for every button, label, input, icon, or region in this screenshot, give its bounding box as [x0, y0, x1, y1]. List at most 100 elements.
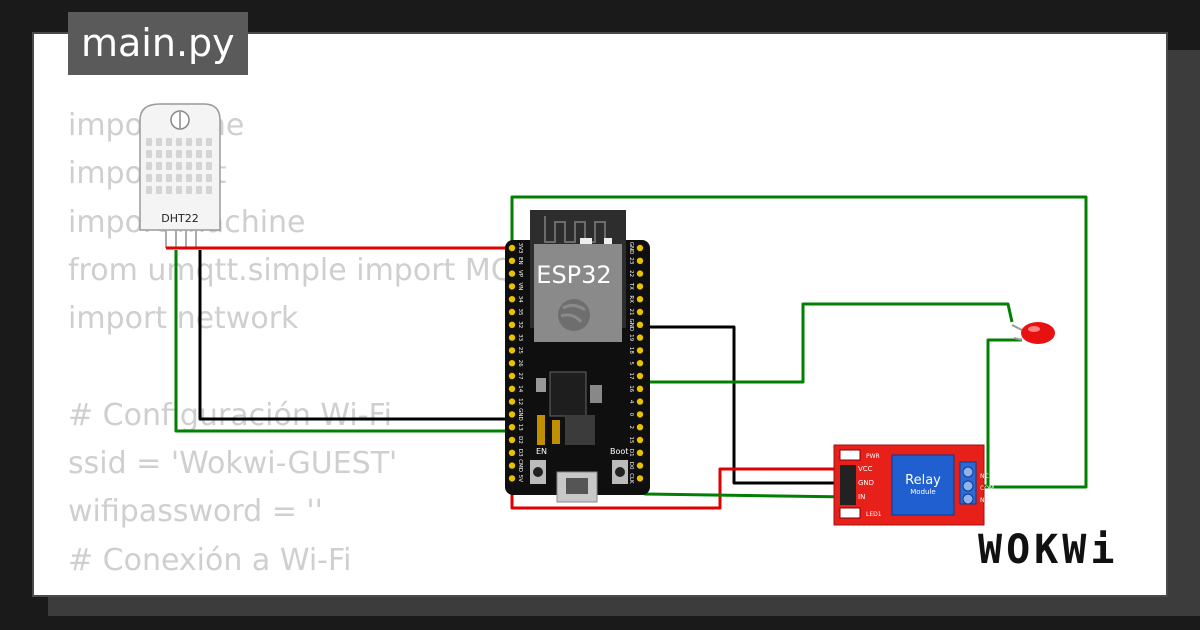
esp32-right-pin-dot[interactable]: [636, 347, 644, 354]
esp32-right-pin-label: D1: [628, 449, 634, 457]
relay-side-no: NO: [980, 497, 989, 504]
esp32-left-pin-dot[interactable]: [508, 321, 516, 328]
esp32-right-pin-label: D0: [628, 462, 634, 470]
esp32-right-pin-label: 0: [628, 413, 634, 417]
relay-pwr-label: PWR: [866, 453, 880, 460]
esp32-right-pin-label: TX: [628, 282, 634, 290]
esp32-left-pin-dot[interactable]: [508, 372, 516, 380]
esp32-right-pin-dot[interactable]: [636, 398, 644, 405]
esp32-right-pin-dot[interactable]: [636, 385, 644, 392]
esp32-left-pin-dot[interactable]: [508, 398, 516, 405]
green-wire-dht-data: [174, 250, 512, 433]
file-tab[interactable]: main.py: [68, 12, 248, 75]
esp32-right-pin-label: GND: [628, 318, 634, 331]
esp32-right-pin-dot[interactable]: [636, 257, 644, 264]
red-wire-relay-vcc: [510, 467, 852, 510]
relay-pin-gnd: GND: [858, 479, 874, 487]
wokwi-logo: WOKWi: [978, 527, 1119, 573]
esp32-right-pin-dot[interactable]: [636, 372, 644, 380]
esp32-right-pin-label: 16: [628, 385, 634, 392]
esp32-left-pin-label: 13: [517, 424, 523, 431]
esp32-left-pin-label: EN: [517, 257, 523, 265]
esp32-right-pin-label: 2: [628, 425, 634, 429]
dht22-sensor[interactable]: DHT22: [139, 103, 221, 248]
esp32-left-pin-label: GND: [517, 408, 523, 421]
esp32-right-pin-dot[interactable]: [636, 334, 644, 341]
esp32-right-pin-label: 17: [628, 373, 634, 380]
esp32-left-pin-label: VN: [517, 282, 523, 290]
relay-pin-vcc: VCC: [858, 465, 873, 473]
esp32-left-pin-label: 26: [517, 360, 523, 367]
esp32-left-pin-dot[interactable]: [508, 424, 516, 431]
esp32-left-pin-dot[interactable]: [508, 334, 516, 341]
esp32-right-pin-dot[interactable]: [636, 296, 644, 303]
esp32-right-pin-dot[interactable]: [636, 436, 644, 444]
espressif-logo: [558, 299, 590, 331]
esp32-left-pin-dot[interactable]: [508, 244, 516, 252]
esp32-right-pin-dot[interactable]: [636, 449, 644, 456]
esp32-right-pin-label: 15: [628, 437, 634, 444]
esp32-right-pin-dot[interactable]: [636, 308, 644, 316]
esp32-right-pin-label: GND: [628, 242, 634, 255]
red-led[interactable]: [1011, 322, 1055, 344]
relay-pin-in: IN: [858, 493, 865, 501]
esp32-components: EN Boot: [530, 371, 628, 503]
dht22-label: DHT22: [161, 212, 198, 225]
esp32-right-pin-label: 22: [628, 270, 634, 277]
esp32-left-pin-dot[interactable]: [508, 449, 516, 456]
green-wire-relay-com: [510, 195, 1088, 489]
esp32-label: ESP32: [536, 261, 611, 289]
esp32-right-pin-label: 4: [628, 400, 634, 404]
esp32-right-pin-dot[interactable]: [636, 360, 644, 367]
esp32-left-pin-dot[interactable]: [508, 270, 516, 277]
code-line: # Conexión a Wi-Fi: [68, 542, 352, 578]
esp32-board[interactable]: ESP32 EN Boot 3V3ENVPVN34353233252627141…: [505, 210, 650, 503]
esp32-left-pin-dot[interactable]: [508, 283, 516, 290]
relay-title: Relay: [905, 473, 941, 488]
code-line: wifipassword = '': [68, 494, 323, 530]
en-button-label: EN: [536, 447, 547, 456]
esp32-right-pin-label: 21: [628, 309, 634, 316]
esp32-left-pin-dot[interactable]: [508, 296, 516, 303]
esp32-right-pin-dot[interactable]: [636, 462, 644, 469]
esp32-left-pin-dot[interactable]: [508, 347, 516, 354]
esp32-left-pin-dot[interactable]: [508, 411, 516, 418]
esp32-left-pin-label: 34: [517, 296, 523, 303]
esp32-left-pin-label: D3: [517, 449, 523, 457]
esp32-left-pin-label: 5V: [517, 475, 523, 482]
esp32-right-pin-dot[interactable]: [636, 244, 644, 252]
relay-side-com: COM: [980, 485, 994, 492]
esp32-left-pin-dot[interactable]: [508, 462, 516, 469]
relay-subtitle: Module: [910, 488, 935, 496]
esp32-left-pin-label: 3V3: [517, 243, 523, 254]
esp32-left-pin-dot[interactable]: [508, 385, 516, 392]
esp32-right-pin-label: RX: [628, 295, 634, 303]
relay-side-nc: NC: [980, 473, 989, 480]
esp32-right-pin-dot[interactable]: [636, 411, 644, 418]
relay-module[interactable]: Relay Module PWR LED1 VCC GND IN NC COM …: [833, 444, 994, 526]
green-wire-led: [640, 302, 1014, 384]
esp32-right-pin-dot[interactable]: [636, 424, 644, 431]
esp32-left-pin-label: 12: [517, 398, 523, 405]
esp32-left-pin-dot[interactable]: [508, 308, 516, 316]
esp32-left-pin-dot[interactable]: [508, 257, 516, 264]
esp32-right-pin-label: 5: [628, 361, 634, 365]
esp32-left-pin-dot[interactable]: [508, 436, 516, 444]
esp32-left-pin-label: 33: [517, 334, 523, 341]
esp32-left-pin-dot[interactable]: [508, 475, 516, 482]
esp32-right-pin-dot[interactable]: [636, 270, 644, 277]
esp32-right-pin-label: 19: [628, 334, 634, 341]
esp32-left-pin-dot[interactable]: [508, 360, 516, 367]
wires: [166, 195, 1088, 510]
code-line: # Configuración Wi-Fi: [68, 397, 392, 433]
boot-button-label: Boot: [610, 447, 628, 456]
esp32-left-pin-label: 14: [517, 385, 523, 392]
esp32-left-pin-label: 27: [517, 373, 523, 380]
esp32-right-pin-dot[interactable]: [636, 321, 644, 328]
esp32-right-pin-dot[interactable]: [636, 475, 644, 482]
esp32-right-pin-label: 18: [628, 347, 634, 354]
esp32-left-pin-label: 35: [517, 309, 523, 316]
esp32-right-pin-dot[interactable]: [636, 283, 644, 290]
